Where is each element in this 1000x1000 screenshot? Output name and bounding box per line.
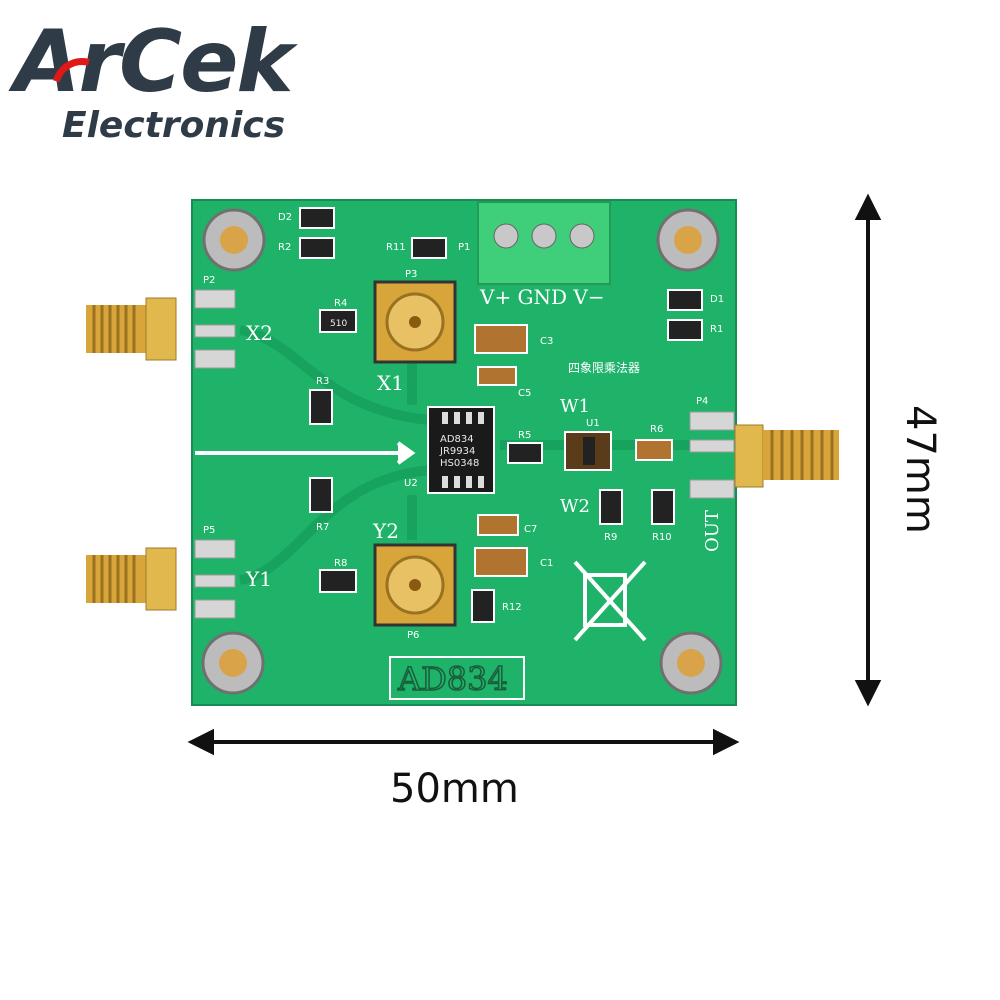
resistor-code: 510: [330, 319, 347, 329]
width-dimension-label: 50mm: [390, 766, 519, 812]
label-r11: R11: [386, 242, 406, 253]
label-w1: W1: [560, 396, 590, 417]
edge-pads: [194, 289, 735, 619]
label-r6: R6: [650, 424, 663, 435]
sma-port-y2: [373, 543, 457, 627]
label-c3: C3: [540, 336, 553, 347]
silkscreen-title-box: [389, 656, 525, 700]
label-r10: R10: [652, 532, 672, 543]
label-r8: R8: [334, 558, 347, 569]
label-p6: P6: [407, 630, 419, 641]
label-r3: R3: [316, 376, 329, 387]
label-r2: R2: [278, 242, 291, 253]
label-p5: P5: [203, 525, 215, 536]
label-r1: R1: [710, 324, 723, 335]
logo-brand-text: ArCek: [14, 12, 294, 112]
ic-line-1: AD834: [440, 434, 474, 445]
label-c7: C7: [524, 524, 537, 535]
label-p1: P1: [458, 242, 470, 253]
chinese-label: 四象限乘法器: [568, 361, 640, 375]
ic-line-2: JR9934: [439, 446, 475, 457]
logo-subtitle: Electronics: [62, 105, 286, 146]
label-u1: U1: [586, 418, 600, 429]
label-d1: D1: [710, 294, 724, 305]
label-x2: X2: [246, 321, 273, 345]
sma-connector-y1: [86, 547, 177, 611]
power-terminal-block: [477, 201, 611, 285]
label-p3: P3: [405, 269, 417, 280]
resistors: [299, 207, 703, 623]
terminal-labels: V+ GND V−: [479, 285, 605, 309]
label-x1: X1: [377, 371, 404, 395]
sma-port-x1: [373, 280, 457, 364]
label-c1: C1: [540, 558, 553, 569]
silkscreen-title: AD834: [397, 660, 508, 698]
label-w2: W2: [560, 496, 590, 517]
label-p4: P4: [696, 396, 708, 407]
capacitors: [474, 324, 673, 577]
label-r12: R12: [502, 602, 522, 613]
height-dimension-label: 47mm: [897, 405, 943, 534]
label-r4: R4: [334, 298, 347, 309]
label-y2: Y2: [372, 519, 399, 543]
sma-connector-x2: [86, 297, 177, 361]
label-out: OUT: [702, 510, 723, 552]
label-r5: R5: [518, 430, 531, 441]
mounting-standoffs: [201, 208, 723, 695]
pcb-board-photo: AD834 JR9934 HS0348 510: [86, 199, 839, 706]
label-p2: P2: [203, 275, 215, 286]
label-r9: R9: [604, 532, 617, 543]
signal-arrow: [195, 441, 416, 465]
sma-connector-out: [734, 424, 839, 488]
brand-logo: ArCek Electronics: [14, 12, 374, 146]
label-u2: U2: [404, 478, 418, 489]
label-c5: C5: [518, 388, 531, 399]
label-y1: Y1: [245, 567, 272, 591]
label-d2: D2: [278, 212, 292, 223]
ic-line-3: HS0348: [440, 458, 479, 469]
label-r7: R7: [316, 522, 329, 533]
weee-bin-icon: [573, 560, 647, 642]
